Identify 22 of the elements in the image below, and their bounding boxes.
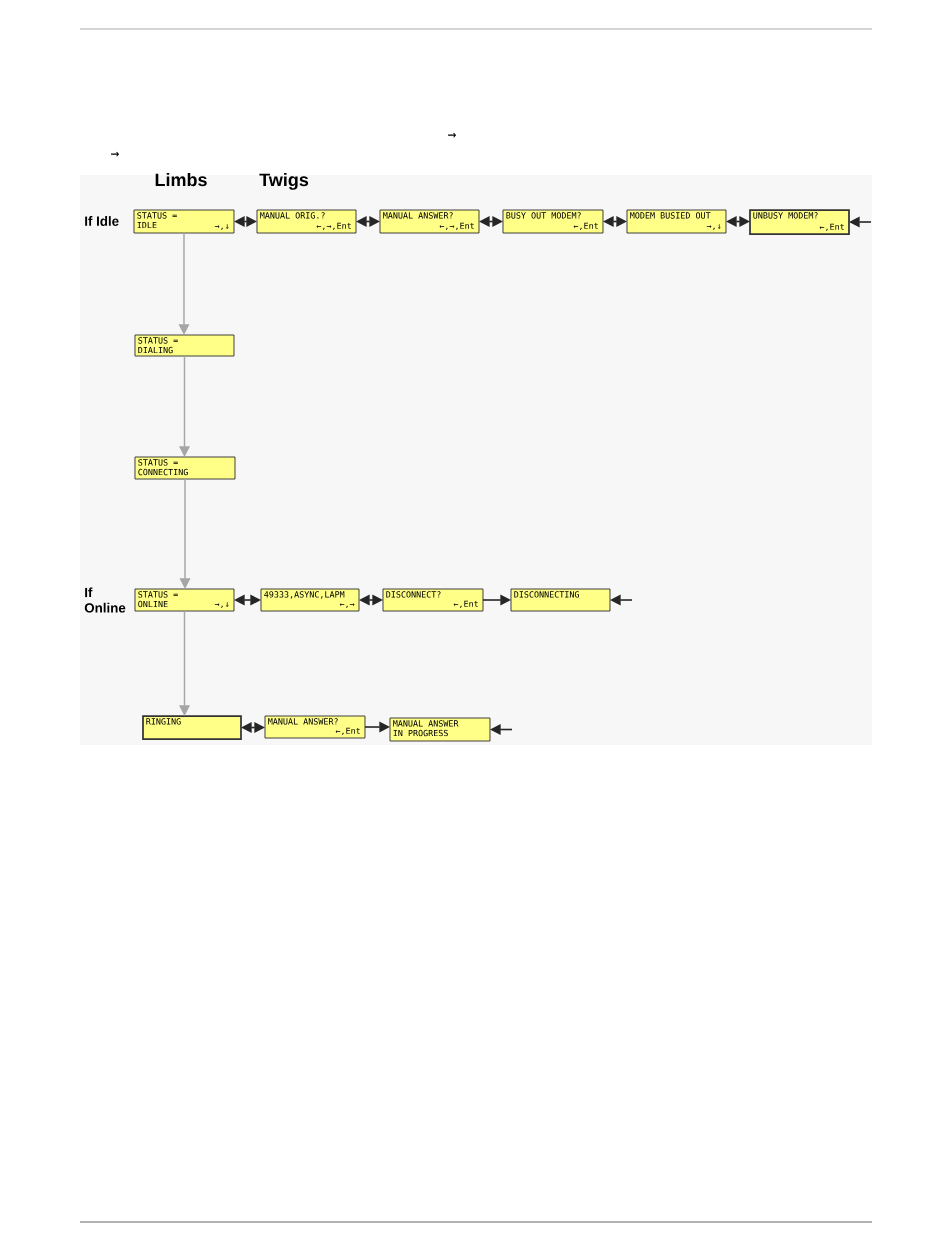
arrow-glyph: → [448, 132, 456, 138]
display-box: MANUAL ANSWER? ←,Ent [264, 715, 366, 739]
column-heading: Limbs [155, 172, 207, 187]
display-box: STATUS = IDLE →,↓ [133, 209, 235, 234]
display-box: UNBUSY MODEM? ←,Ent [749, 209, 850, 235]
display-box: 49333,ASYNC,LAPM ←,→ [260, 588, 360, 612]
display-box: MANUAL ANSWER IN PROGRESS [389, 717, 491, 742]
display-box: STATUS = DIALING [134, 334, 235, 357]
display-box: MODEM BUSIED OUT →,↓ [626, 209, 727, 234]
display-box: MANUAL ANSWER? ←,→,Ent [379, 209, 480, 234]
display-box: BUSY OUT MODEM? ←,Ent [502, 209, 604, 234]
arrow-glyph: → [111, 151, 119, 157]
display-box: DISCONNECT? ←,Ent [382, 588, 484, 612]
column-heading: Twigs [259, 172, 309, 190]
display-box: STATUS = ONLINE →,↓ [134, 588, 235, 612]
display-box: DISCONNECTING [510, 588, 611, 612]
arrow [178, 232, 190, 335]
display-box: MANUAL ORIG.? ←,→,Ent [256, 209, 357, 234]
display-box: RINGING [142, 715, 242, 740]
arrow [179, 478, 191, 589]
display-box: STATUS = CONNECTING [134, 456, 236, 480]
row-label: If Idle [85, 216, 119, 226]
